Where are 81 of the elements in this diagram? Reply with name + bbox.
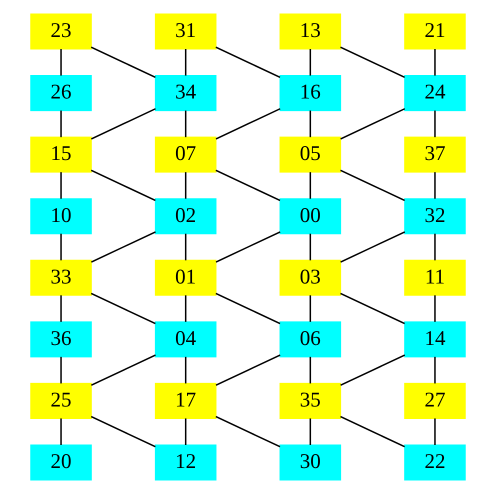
connector — [60, 295, 62, 322]
connector — [310, 110, 312, 138]
node-box: 01 — [154, 260, 216, 296]
node-box: 22 — [404, 444, 466, 480]
node-box: 00 — [280, 198, 342, 234]
node-box: 33 — [30, 260, 92, 296]
node-box: 12 — [154, 444, 216, 480]
connector — [216, 231, 280, 263]
node-box: 16 — [280, 75, 342, 112]
connector — [60, 418, 62, 445]
connector — [184, 49, 186, 76]
node-box: 34 — [154, 75, 216, 112]
connector — [340, 292, 405, 324]
node-box: 35 — [280, 382, 342, 419]
connector — [90, 416, 156, 448]
node-box: 23 — [30, 14, 92, 50]
node-box: 17 — [154, 382, 216, 419]
connector — [184, 172, 186, 199]
connector — [216, 292, 280, 324]
connector — [340, 416, 405, 448]
node-box: 30 — [280, 444, 342, 480]
connector — [90, 170, 156, 202]
connector — [216, 170, 280, 202]
connector — [216, 416, 280, 448]
connector — [310, 418, 312, 445]
connector — [434, 49, 436, 76]
connector — [91, 231, 156, 263]
connector — [60, 234, 62, 260]
connector — [340, 108, 406, 140]
connector — [60, 110, 62, 138]
node-box: 13 — [280, 14, 342, 50]
connector — [340, 170, 405, 202]
connector — [91, 354, 156, 386]
connector — [216, 108, 280, 140]
node-box: 14 — [404, 321, 466, 358]
node-box: 32 — [404, 198, 466, 234]
node-box: 27 — [404, 382, 466, 419]
node-box: 36 — [30, 321, 92, 358]
connector — [310, 356, 312, 384]
node-box: 24 — [404, 75, 466, 112]
connector — [216, 46, 280, 78]
node-box: 15 — [30, 136, 92, 173]
connector — [216, 354, 280, 386]
connector — [310, 172, 312, 199]
node-box: 25 — [30, 382, 92, 419]
connector — [90, 46, 156, 78]
connector — [60, 49, 62, 76]
connector — [434, 418, 436, 445]
connector — [184, 110, 186, 138]
connector — [434, 110, 436, 138]
connector — [184, 418, 186, 445]
connector — [184, 234, 186, 260]
node-box: 07 — [154, 136, 216, 173]
connector — [60, 356, 62, 384]
node-box: 11 — [404, 260, 466, 296]
connector — [340, 46, 405, 78]
connector — [434, 295, 436, 322]
connector — [434, 356, 436, 384]
connector — [310, 234, 312, 260]
connector — [60, 172, 62, 199]
node-box: 26 — [30, 75, 92, 112]
connector — [434, 234, 436, 260]
node-box: 06 — [280, 321, 342, 358]
connector — [184, 356, 186, 384]
node-box: 20 — [30, 444, 92, 480]
node-box: 37 — [404, 136, 466, 173]
node-box: 02 — [154, 198, 216, 234]
connector — [310, 49, 312, 76]
connector — [310, 295, 312, 322]
node-box: 31 — [154, 14, 216, 50]
connector — [90, 292, 156, 324]
node-box: 03 — [280, 260, 342, 296]
connector — [434, 172, 436, 199]
connector — [184, 295, 186, 322]
connector — [340, 231, 406, 263]
connector — [91, 108, 156, 140]
node-box: 21 — [404, 14, 466, 50]
connector — [340, 354, 406, 386]
node-box: 10 — [30, 198, 92, 234]
node-box: 05 — [280, 136, 342, 173]
node-box: 04 — [154, 321, 216, 358]
